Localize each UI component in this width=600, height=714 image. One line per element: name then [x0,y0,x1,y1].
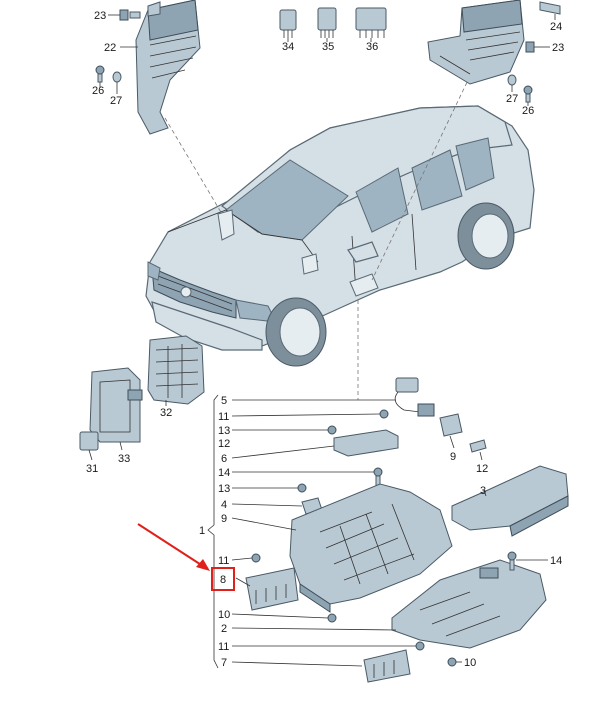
part-12-fuse [469,439,487,453]
part-31-relay [79,431,99,451]
callout-13: 13 [218,425,230,437]
part-5-cable [394,377,435,417]
part-23a-fuse [119,9,141,21]
callout-9: 9 [450,451,456,463]
callout-35: 35 [322,41,334,53]
callout-6: 6 [221,453,227,465]
callout-10: 10 [464,657,476,669]
callout-11: 11 [218,555,229,567]
vehicle-illustration [145,105,535,367]
part-1-electronics-box [289,483,453,613]
part-9-relay [439,413,463,437]
part-27b-washer [507,74,517,86]
callout-13: 13 [218,483,230,495]
part-24-relay [539,1,561,15]
callout-36: 36 [366,41,378,53]
part-13b-nut [297,483,307,493]
part-6-bracket [327,425,399,457]
callout-33: 33 [118,453,130,465]
part-8-fuse-strip [245,567,299,611]
part-10b-nut [447,657,457,667]
part-14b-screw [507,551,517,571]
part-36-connector [355,7,387,38]
callout-2: 2 [221,623,227,635]
part-11c-nut [415,641,425,651]
callout-12: 12 [476,463,488,475]
part-26a-bolt [95,65,105,83]
callout-27: 27 [110,95,122,107]
part-23b-fuse [525,41,535,53]
part-10a-nut [327,613,337,623]
part-35-connector [317,7,337,38]
part-14a-screw [373,467,383,487]
callout-31: 31 [86,463,98,475]
callout-11: 11 [218,411,229,423]
callout-11: 11 [218,641,229,653]
part-32-fuse-box [147,335,205,405]
callout-23: 23 [94,10,106,22]
highlight-box-part-8 [211,567,235,591]
callout-5: 5 [221,395,227,407]
pointer-arrow-shaft [137,523,207,569]
callout-12: 12 [218,438,230,450]
callout-23: 23 [552,42,564,54]
pointer-arrow-head [196,559,210,571]
callout-3: 3 [480,485,486,497]
callout-32: 32 [160,407,172,419]
callout-4: 4 [221,499,227,511]
callout-27: 27 [506,93,518,105]
part-26b-bolt [523,85,533,103]
part-22-relay-carrier [135,0,201,135]
part-2-holder [391,559,547,649]
part-7-fuse-strip [363,649,411,683]
callout-14: 14 [550,555,562,567]
part-11a-nut [379,409,389,419]
callout-1: 1 [199,525,205,537]
callout-24: 24 [550,21,562,33]
callout-26: 26 [522,105,534,117]
part-11b-nut [251,553,261,563]
part-relay-box-right [427,0,525,85]
part-33-bracket [89,367,143,443]
part-27a-washer [112,71,122,83]
part-3-cover [451,465,569,537]
callout-34: 34 [282,41,294,53]
callout-14: 14 [218,467,230,479]
callout-26: 26 [92,85,104,97]
callout-7: 7 [221,657,227,669]
callout-10: 10 [218,609,230,621]
part-34-connector [279,9,297,38]
callout-8: 8 [220,574,226,586]
callout-22: 22 [104,42,116,54]
callout-9: 9 [221,513,227,525]
